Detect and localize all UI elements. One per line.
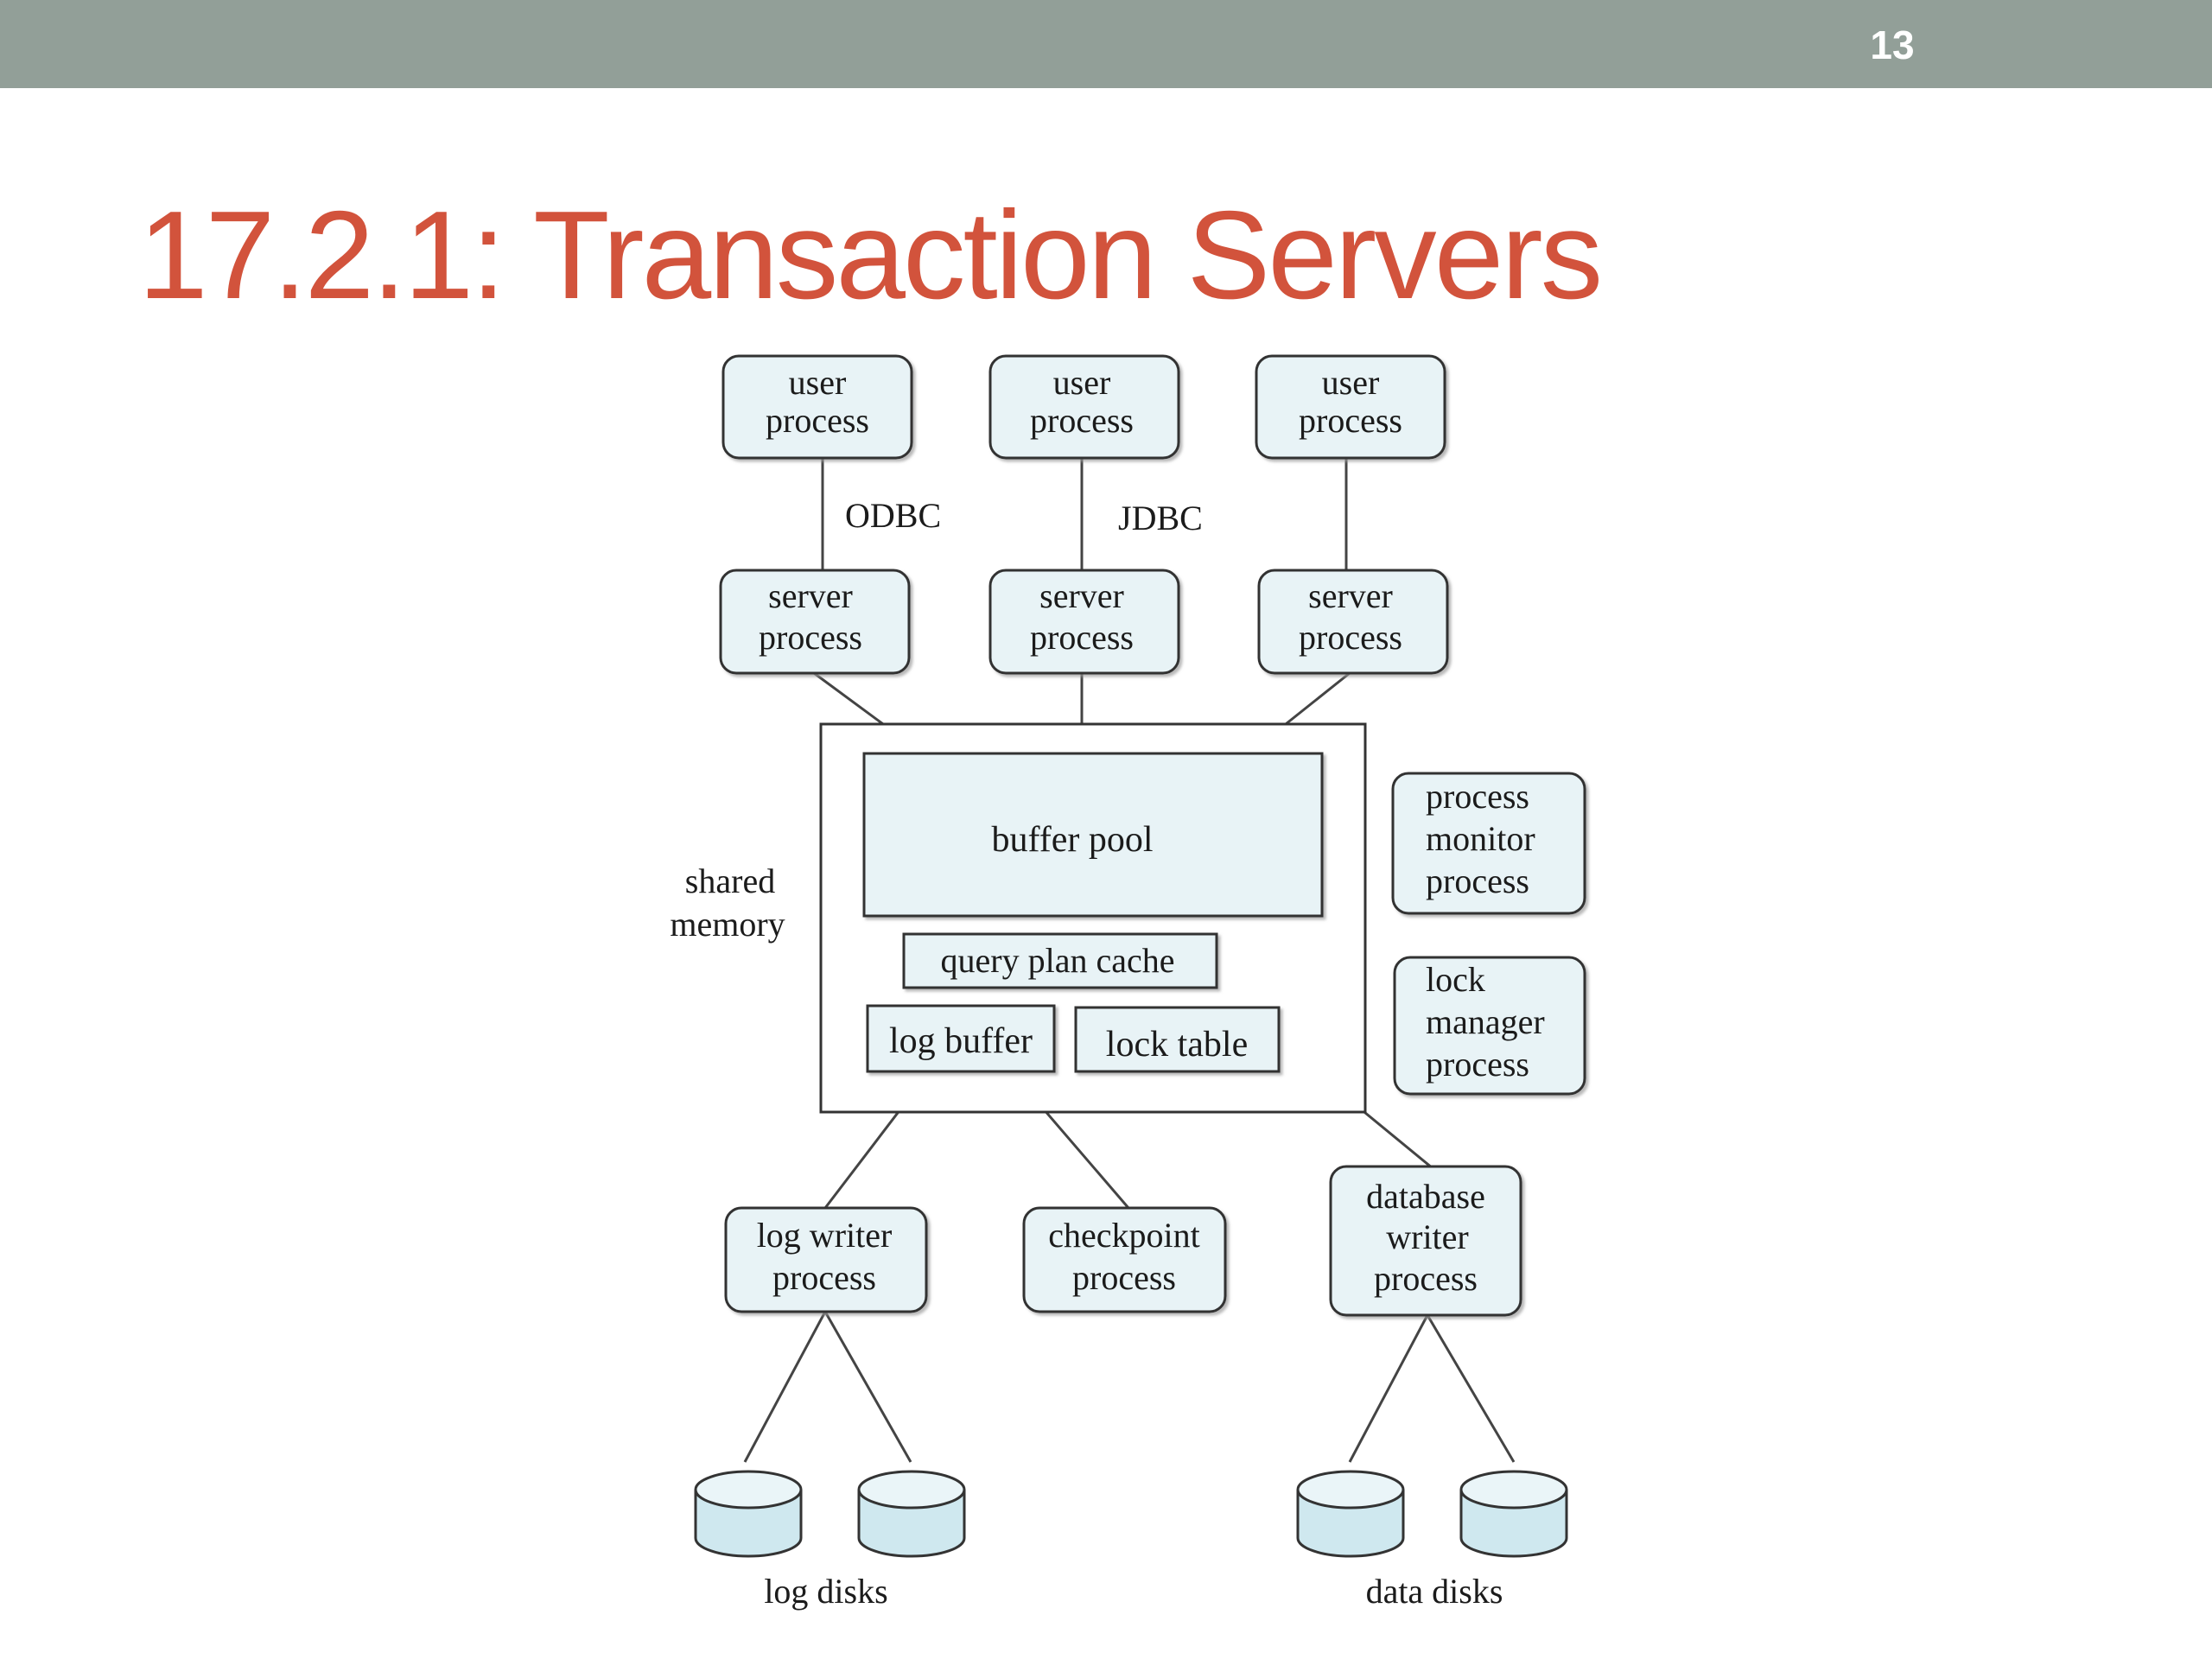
svg-text:process: process [766,401,869,440]
log-buffer: log buffer [866,1004,1056,1073]
svg-text:server: server [768,576,853,615]
svg-text:process: process [1030,618,1134,657]
svg-text:log buffer: log buffer [889,1021,1033,1061]
svg-text:process: process [1030,401,1134,440]
shared-memory-label: shared memory [670,861,785,944]
user-process-2: user process [988,354,1180,460]
top-bar: 13 [0,0,2212,88]
svg-text:server: server [1308,576,1393,615]
line-server-mem-3 [1285,671,1351,726]
user-process-1: user process [721,354,913,460]
svg-text:user: user [1322,363,1380,402]
svg-text:shared: shared [685,861,775,900]
odbc-label: ODBC [845,496,941,535]
svg-text:database: database [1366,1177,1485,1216]
line-dbwriter-disk-2 [1426,1314,1516,1463]
svg-text:process: process [772,1258,876,1297]
user-process-3: user process [1255,354,1446,460]
svg-text:process: process [1426,777,1529,816]
lock-table: lock table [1074,1006,1281,1073]
svg-text:process: process [1299,401,1402,440]
log-disks-label: log disks [764,1572,887,1611]
log-writer-process: log writer process [724,1206,928,1313]
line-logwriter-disk-1 [743,1311,827,1463]
svg-text:process: process [1426,1045,1529,1084]
svg-text:monitor: monitor [1426,819,1535,858]
svg-text:buffer pool: buffer pool [991,820,1153,860]
svg-text:memory: memory [670,905,785,944]
log-disk-1-icon [694,1470,803,1558]
line-server-mem-1 [813,671,884,726]
svg-text:checkpoint: checkpoint [1048,1216,1200,1255]
query-plan-cache: query plan cache [902,932,1218,989]
database-writer-process: database writer process [1329,1165,1522,1317]
server-process-1: server process [719,569,911,675]
line-dbwriter-disk-1 [1348,1314,1429,1463]
line-logwriter-disk-2 [823,1311,912,1463]
svg-text:process: process [1299,618,1402,657]
svg-text:process: process [759,618,862,657]
svg-text:log writer: log writer [757,1216,893,1255]
server-process-3: server process [1257,569,1449,675]
checkpoint-process: checkpoint process [1022,1206,1227,1313]
data-disk-2-icon [1459,1470,1568,1558]
process-monitor-process: process monitor process [1391,772,1586,915]
data-disk-1-icon [1296,1470,1405,1558]
slide-title: 17.2.1: Transaction Servers [138,185,1603,325]
svg-text:query plan cache: query plan cache [941,941,1175,980]
svg-text:server: server [1039,576,1124,615]
svg-text:lock table: lock table [1106,1025,1248,1065]
server-process-2: server process [988,569,1180,675]
buffer-pool: buffer pool [862,752,1324,918]
svg-text:writer: writer [1386,1217,1469,1256]
lock-manager-process: lock manager process [1393,956,1586,1096]
data-disks-label: data disks [1366,1572,1503,1611]
log-disk-2-icon [857,1470,966,1558]
jdbc-label: JDBC [1118,499,1203,537]
svg-text:manager: manager [1426,1002,1545,1041]
connector-lines [743,458,1516,1463]
svg-text:process: process [1072,1258,1176,1297]
svg-text:user: user [789,363,847,402]
svg-text:lock: lock [1426,960,1485,999]
slide-number: 13 [1870,22,1915,67]
svg-text:process: process [1426,861,1529,900]
svg-text:user: user [1053,363,1111,402]
svg-text:process: process [1374,1259,1478,1298]
